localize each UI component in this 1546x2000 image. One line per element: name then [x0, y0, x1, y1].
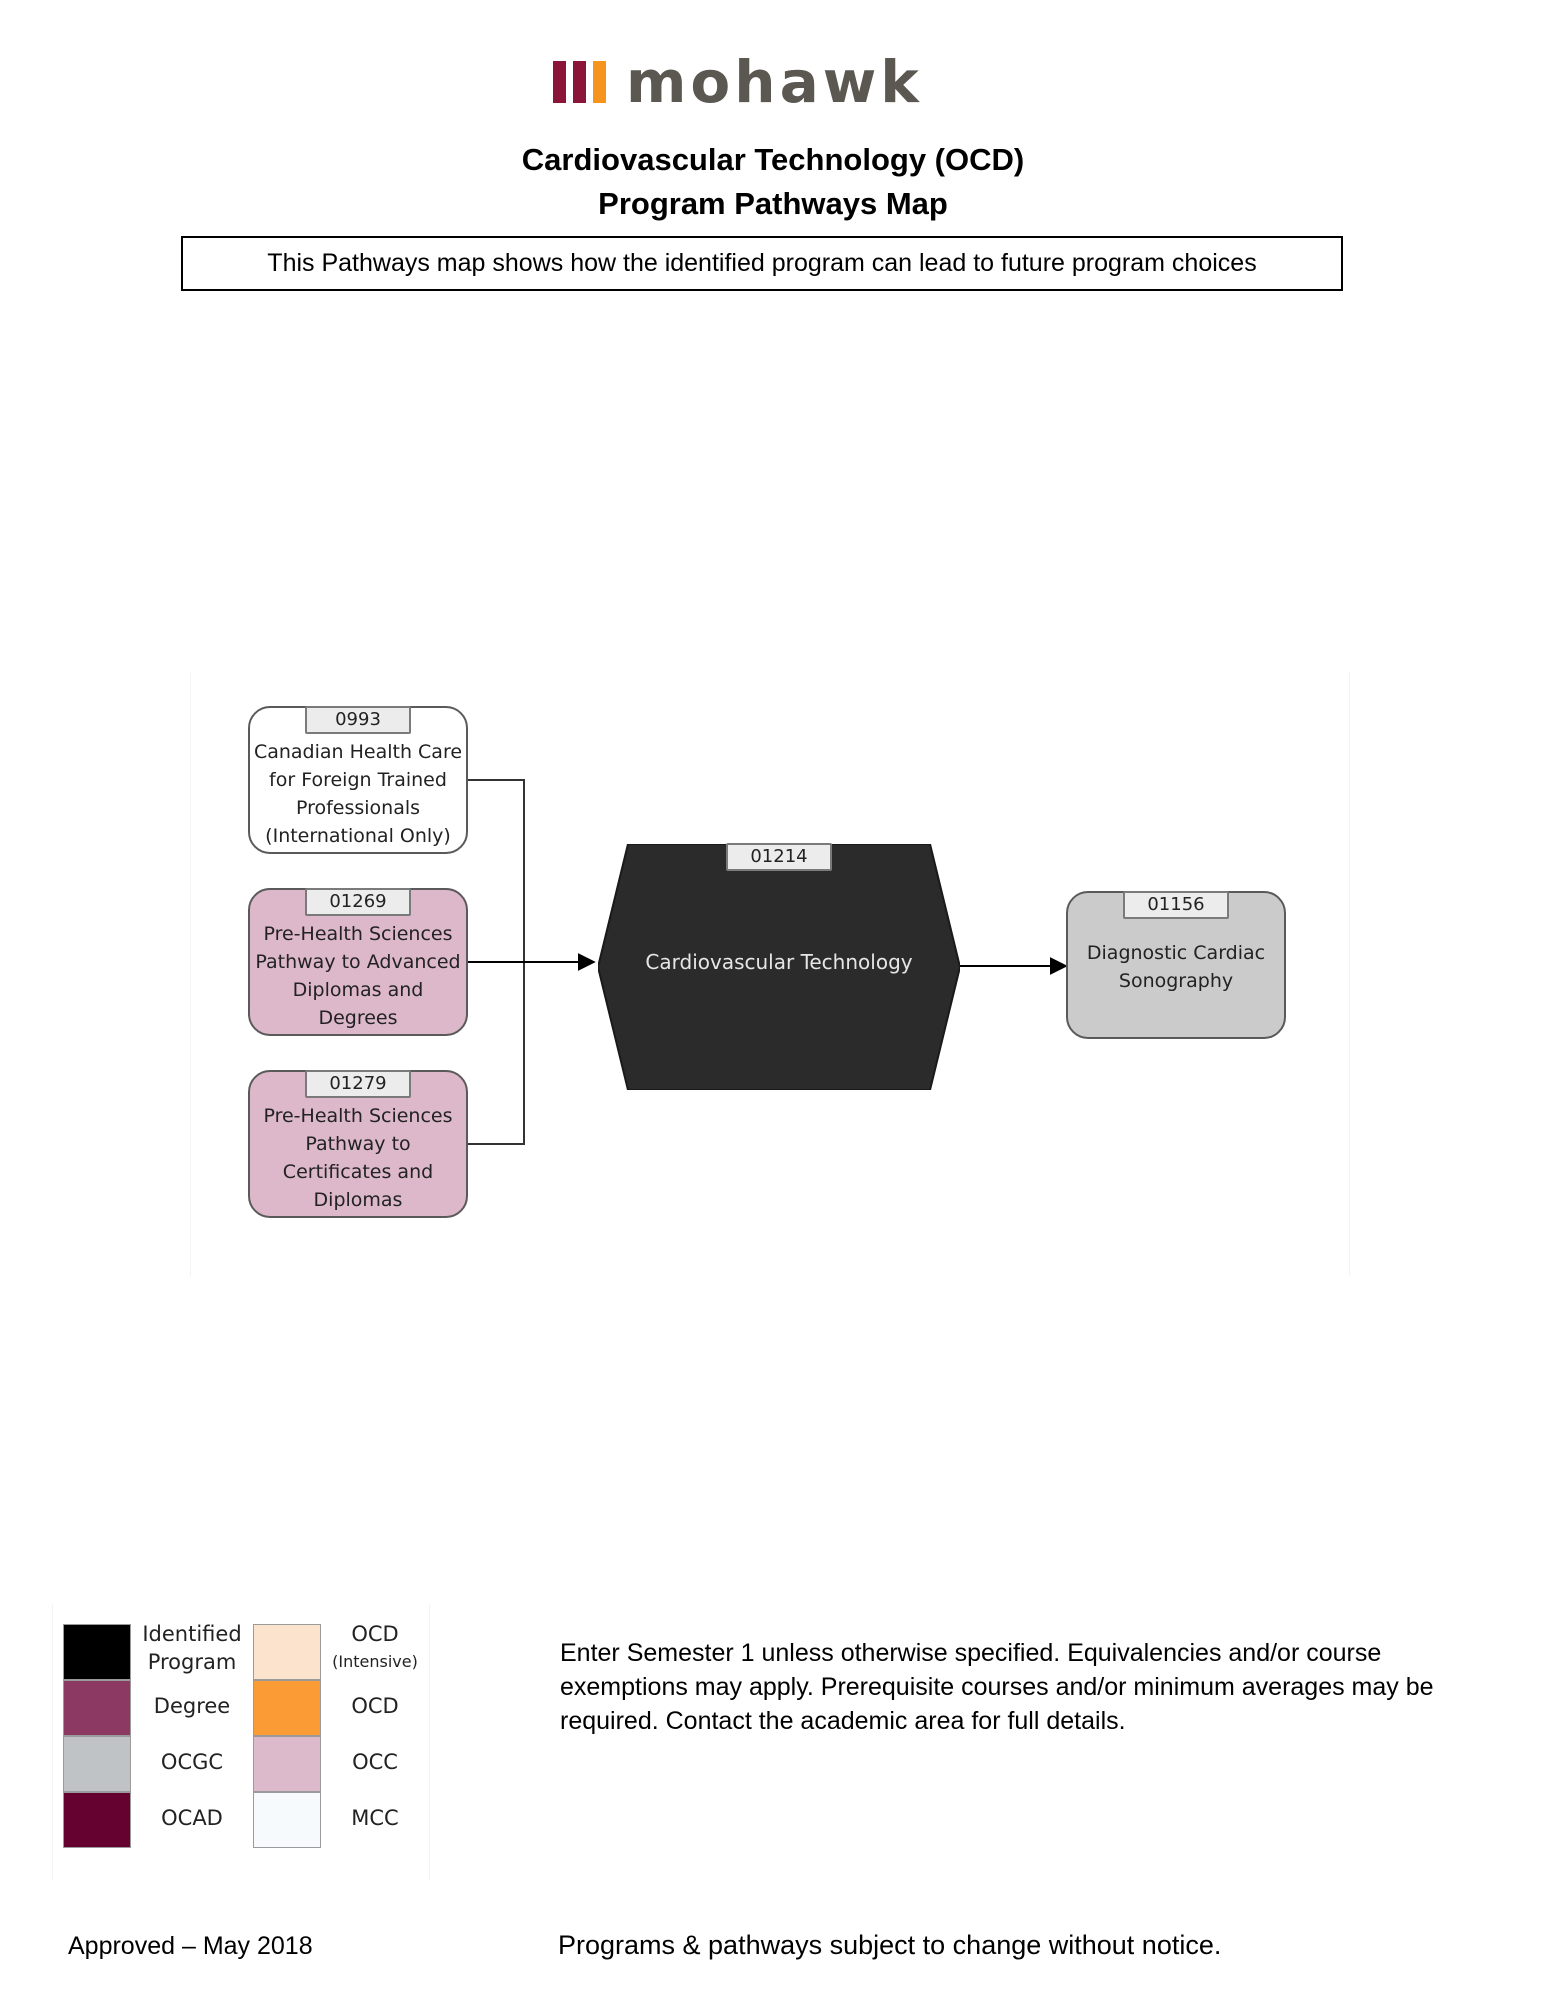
approval-date: Approved – May 2018: [68, 1932, 313, 1960]
program-code: 01279: [305, 1070, 411, 1098]
program-name-line: (International Only): [265, 825, 451, 847]
intro-text: This Pathways map shows how the identifi…: [267, 249, 1257, 277]
color-legend: Identified Program Degree OCGC OCAD OCD …: [52, 1604, 430, 1880]
identified-program-hexagon: [598, 844, 960, 1090]
program-name-line: Professionals: [295, 797, 421, 819]
identified-program-name: Cardiovascular Technology: [645, 950, 913, 974]
legend-swatch: [63, 1736, 131, 1792]
program-node-01279: 01279 Pre-Health Sciences Pathway to Cer…: [248, 1070, 468, 1218]
logo-bars-icon: [553, 61, 606, 103]
program-code: 01269: [305, 888, 411, 916]
program-name-line: Pre-Health Sciences: [263, 1105, 453, 1127]
legend-label: Degree: [153, 1694, 231, 1718]
program-name-line: Diplomas and: [292, 979, 424, 1001]
legend-swatch: [63, 1792, 131, 1848]
page-title: Cardiovascular Technology (OCD): [521, 142, 1025, 177]
legend-label: OCD: [351, 1694, 399, 1718]
program-name-line: Pathway to Advanced: [255, 951, 461, 973]
program-node-01156: 01156 Diagnostic Cardiac Sonography: [1066, 891, 1286, 1039]
change-disclaimer: Programs & pathways subject to change wi…: [558, 1930, 1222, 1960]
page-subtitle: Program Pathways Map: [598, 186, 948, 221]
program-code: 01156: [1123, 891, 1229, 919]
logo-wordmark: mohawk: [626, 48, 923, 116]
program-node-01269: 01269 Pre-Health Sciences Pathway to Adv…: [248, 888, 468, 1036]
program-name-line: for Foreign Trained: [269, 769, 447, 791]
legend-swatch: [253, 1736, 321, 1792]
legend-swatch: [63, 1624, 131, 1680]
program-node-0993: 0993 Canadian Health Care for Foreign Tr…: [248, 706, 468, 854]
legend-label: Identified Program: [142, 1622, 242, 1674]
logo-bar: [553, 61, 566, 103]
pathway-diagram-panel: [190, 672, 1350, 1276]
legend-label: OCC: [352, 1750, 398, 1774]
program-code: 0993: [305, 706, 411, 734]
program-name-line: Degrees: [318, 1007, 398, 1029]
legend-swatch: [253, 1792, 321, 1848]
legend-swatch: [63, 1680, 131, 1736]
legend-swatch: [253, 1680, 321, 1736]
logo-bar: [573, 61, 586, 103]
legend-label: OCD (Intensive): [332, 1622, 418, 1671]
program-name-line: Pathway to: [305, 1133, 411, 1155]
program-name-line: Canadian Health Care: [253, 741, 463, 763]
identified-program-code: 01214: [726, 843, 832, 871]
legend-label: OCAD: [161, 1806, 223, 1830]
mohawk-logo: mohawk: [553, 48, 923, 116]
legend-swatch: [253, 1624, 321, 1680]
program-name-line: Pre-Health Sciences: [263, 923, 453, 945]
enrollment-note: Enter Semester 1 unless otherwise specif…: [560, 1639, 1434, 1735]
logo-bar: [593, 61, 606, 103]
program-name-line: Diplomas: [313, 1189, 403, 1211]
legend-label: MCC: [351, 1806, 399, 1830]
program-name-line: Certificates and: [282, 1161, 434, 1183]
intro-box: This Pathways map shows how the identifi…: [181, 236, 1343, 291]
program-name-line: Sonography: [1118, 970, 1234, 992]
legend-label: OCGC: [160, 1750, 224, 1774]
program-name-line: Diagnostic Cardiac: [1086, 942, 1266, 964]
